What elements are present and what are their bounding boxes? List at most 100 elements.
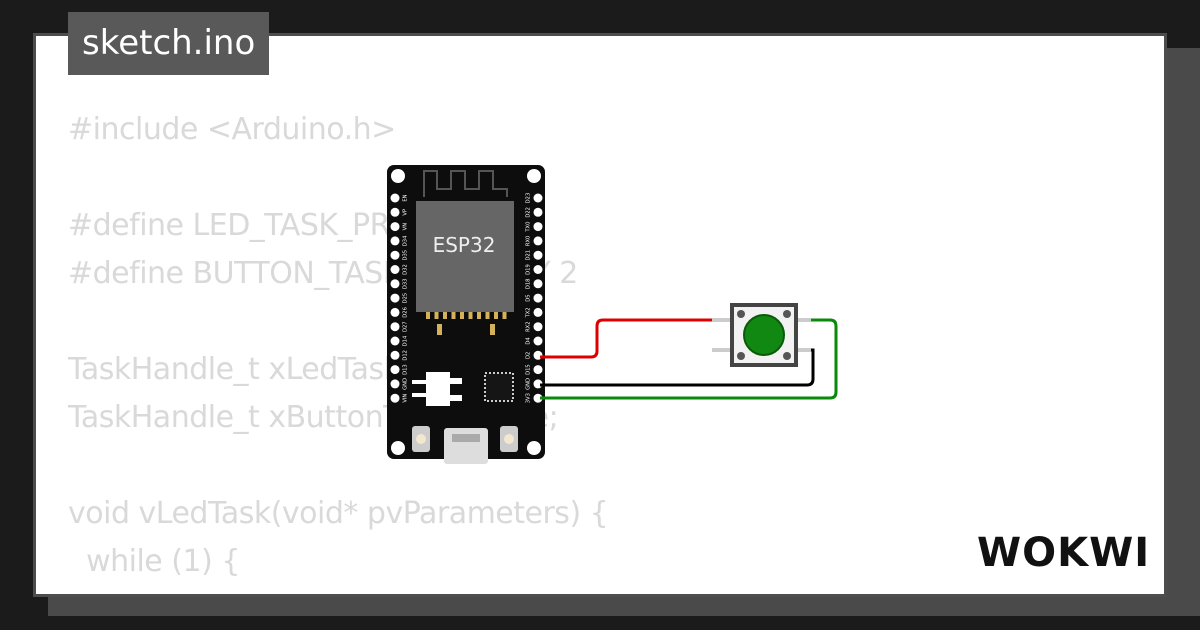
header-pin[interactable] [390, 365, 400, 375]
pin-label: RX0 [526, 236, 532, 246]
code-line: #include <Arduino.h> [68, 112, 396, 147]
header-pin[interactable] [533, 193, 543, 203]
antenna-trace [423, 170, 508, 197]
regulator-tab [450, 395, 462, 401]
esp32-module [416, 201, 514, 312]
pin-label: D15 [526, 364, 532, 375]
header-pin[interactable] [390, 393, 400, 403]
header-pin[interactable] [390, 336, 400, 346]
code-line: while (1) { [68, 544, 240, 579]
left-pin-header: ENVPVND34D35D32D33D25D26D27D14D12D13GNDV… [390, 193, 409, 403]
regulator-pin [412, 380, 426, 384]
header-pin[interactable] [390, 379, 400, 389]
module-pad [494, 312, 498, 319]
header-pin[interactable] [533, 222, 543, 232]
module-pad [490, 324, 495, 335]
header-pin[interactable] [533, 207, 543, 217]
module-pad [468, 312, 473, 319]
header-pin[interactable] [390, 279, 400, 289]
mounting-hole [527, 441, 541, 455]
pin-label: TX2 [526, 307, 532, 318]
led [416, 434, 426, 444]
pushbutton[interactable] [712, 303, 811, 367]
code-line: digitalWrite(LED_BUILTIN, !digitalRead(L… [68, 586, 882, 594]
right-pin-header: D23D22TX0RX0D21D19D18D5TX2RX2D4D2D15GND3… [526, 193, 543, 403]
pin-label: GND [526, 378, 532, 390]
header-pin[interactable] [533, 336, 543, 346]
pin-label: EN [403, 194, 409, 201]
header-pin[interactable] [390, 293, 400, 303]
header-pin[interactable] [390, 307, 400, 317]
button-cap[interactable] [743, 314, 785, 356]
wokwi-logo: WOKWI [977, 530, 1150, 576]
usb-chip [484, 372, 514, 402]
module-pad [502, 312, 507, 319]
pin-label: RX2 [526, 321, 532, 331]
pin-label: 3V3 [526, 393, 532, 403]
button-corner [783, 352, 791, 360]
regulator-tab [450, 378, 462, 384]
pin-label: D32 [403, 264, 409, 275]
pin-label: D2 [526, 352, 532, 359]
header-pin[interactable] [390, 322, 400, 332]
code-line: void vLedTask(void* pvParameters) { [68, 496, 609, 531]
usb-opening [452, 434, 480, 442]
power-wire[interactable] [540, 318, 838, 400]
pin-label: VP [403, 209, 409, 216]
esp32-board[interactable]: ESP32 ENVPVND34D35D32D33D25D26D27D14D12D… [387, 165, 545, 464]
header-pin[interactable] [390, 222, 400, 232]
header-pin[interactable] [390, 236, 400, 246]
module-pads [426, 312, 507, 335]
header-pin[interactable] [533, 279, 543, 289]
header-pin[interactable] [390, 193, 400, 203]
pin-label: GND [403, 378, 409, 390]
pin-label: D25 [403, 293, 409, 304]
module-pad [426, 312, 430, 319]
pin-label: D4 [526, 337, 532, 345]
header-pin[interactable] [533, 365, 543, 375]
mounting-hole [391, 169, 405, 183]
pin-label: D13 [403, 364, 409, 375]
pin-label: D18 [526, 278, 532, 289]
pin-label: VN [403, 223, 409, 231]
module-pad [443, 312, 447, 319]
led [504, 434, 514, 444]
module-pad [485, 312, 490, 319]
pin-label: D12 [403, 350, 409, 361]
header-pin[interactable] [390, 350, 400, 360]
button-leg [797, 318, 811, 322]
module-pad [477, 312, 481, 319]
voltage-regulator [426, 372, 450, 406]
pin-label: VIN [403, 394, 409, 403]
pin-label: TX0 [526, 222, 532, 233]
button-corner [783, 310, 791, 318]
module-pad [460, 312, 464, 319]
header-pin[interactable] [533, 236, 543, 246]
mounting-hole [391, 441, 405, 455]
filename-tab[interactable]: sketch.ino [68, 12, 270, 75]
header-pin[interactable] [533, 265, 543, 274]
pin-label: D21 [526, 250, 532, 261]
chip-label: ESP32 [433, 233, 496, 257]
pin-label: D22 [526, 207, 532, 218]
header-pin[interactable] [533, 307, 543, 317]
header-pin[interactable] [390, 207, 400, 217]
signal-wire[interactable] [540, 318, 712, 359]
module-pad [434, 312, 439, 319]
brand-name: WOKWI [977, 530, 1150, 576]
pin-label: D14 [403, 335, 409, 346]
pin-label: D27 [403, 321, 409, 332]
header-pin[interactable] [390, 250, 400, 260]
pin-label: D26 [403, 307, 409, 318]
header-pin[interactable] [533, 250, 543, 260]
ground-wire[interactable] [540, 348, 815, 387]
header-pin[interactable] [390, 265, 400, 274]
header-pin[interactable] [533, 322, 543, 332]
micro-usb-port[interactable] [444, 428, 488, 464]
pin-label: D5 [526, 294, 532, 301]
header-pin[interactable] [533, 393, 543, 403]
header-pin[interactable] [533, 293, 543, 303]
pin-label: D19 [526, 264, 532, 275]
button-leg [712, 318, 731, 322]
